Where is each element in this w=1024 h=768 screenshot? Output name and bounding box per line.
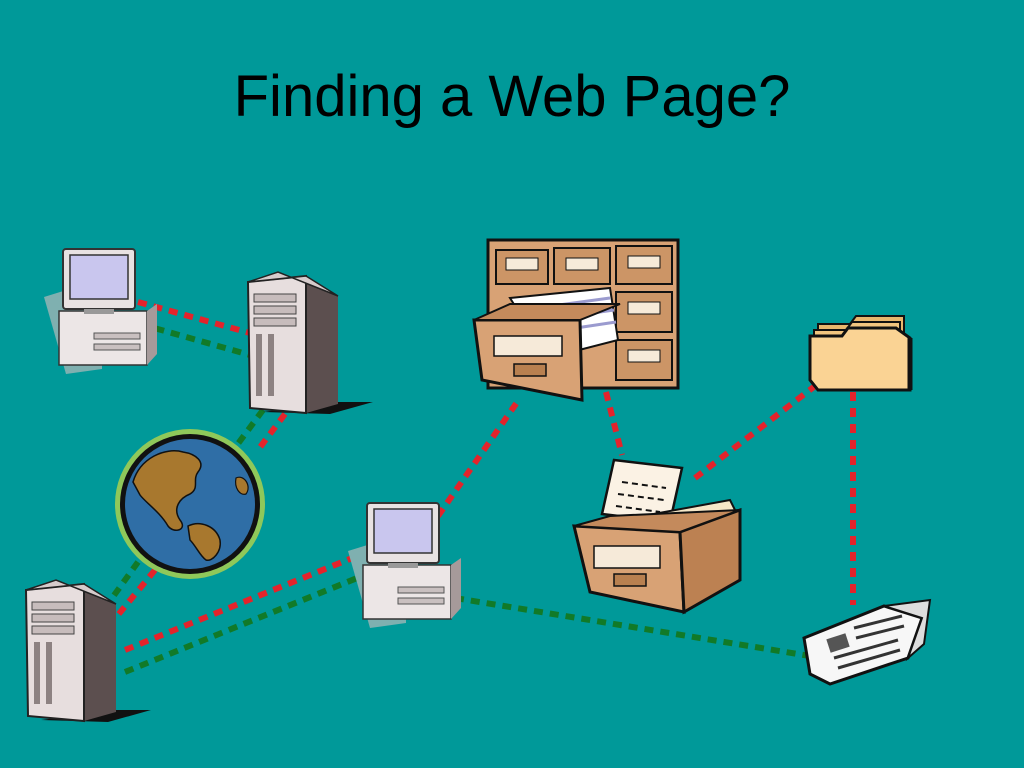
link-server2-desktop2-green <box>123 569 374 675</box>
tower-server-icon <box>24 579 151 723</box>
link-desktop2-newspaper-green <box>454 595 811 659</box>
tower-server-icon <box>246 271 373 415</box>
link-desktop2-cabinet-red <box>435 396 523 518</box>
file-folder-icon <box>808 315 913 392</box>
link-server2-desktop2-red <box>123 547 374 653</box>
globe-icon <box>115 429 265 579</box>
link-globe-server2-red <box>115 568 158 617</box>
link-server1-globe-green <box>234 408 266 447</box>
desktop-computer-icon <box>44 248 157 374</box>
link-desktop1-server1-green <box>139 321 251 358</box>
slide-title: Finding a Web Page? <box>233 64 791 129</box>
card-file-box-icon <box>572 458 742 615</box>
link-cardfile-folder-red <box>693 383 817 481</box>
link-server1-globe-red <box>255 412 288 452</box>
card-catalog-cabinet-icon <box>472 238 680 402</box>
desktop-computer-icon <box>348 502 461 628</box>
link-cabinet-cardfile-red <box>603 391 625 456</box>
newspaper-icon <box>802 598 932 686</box>
